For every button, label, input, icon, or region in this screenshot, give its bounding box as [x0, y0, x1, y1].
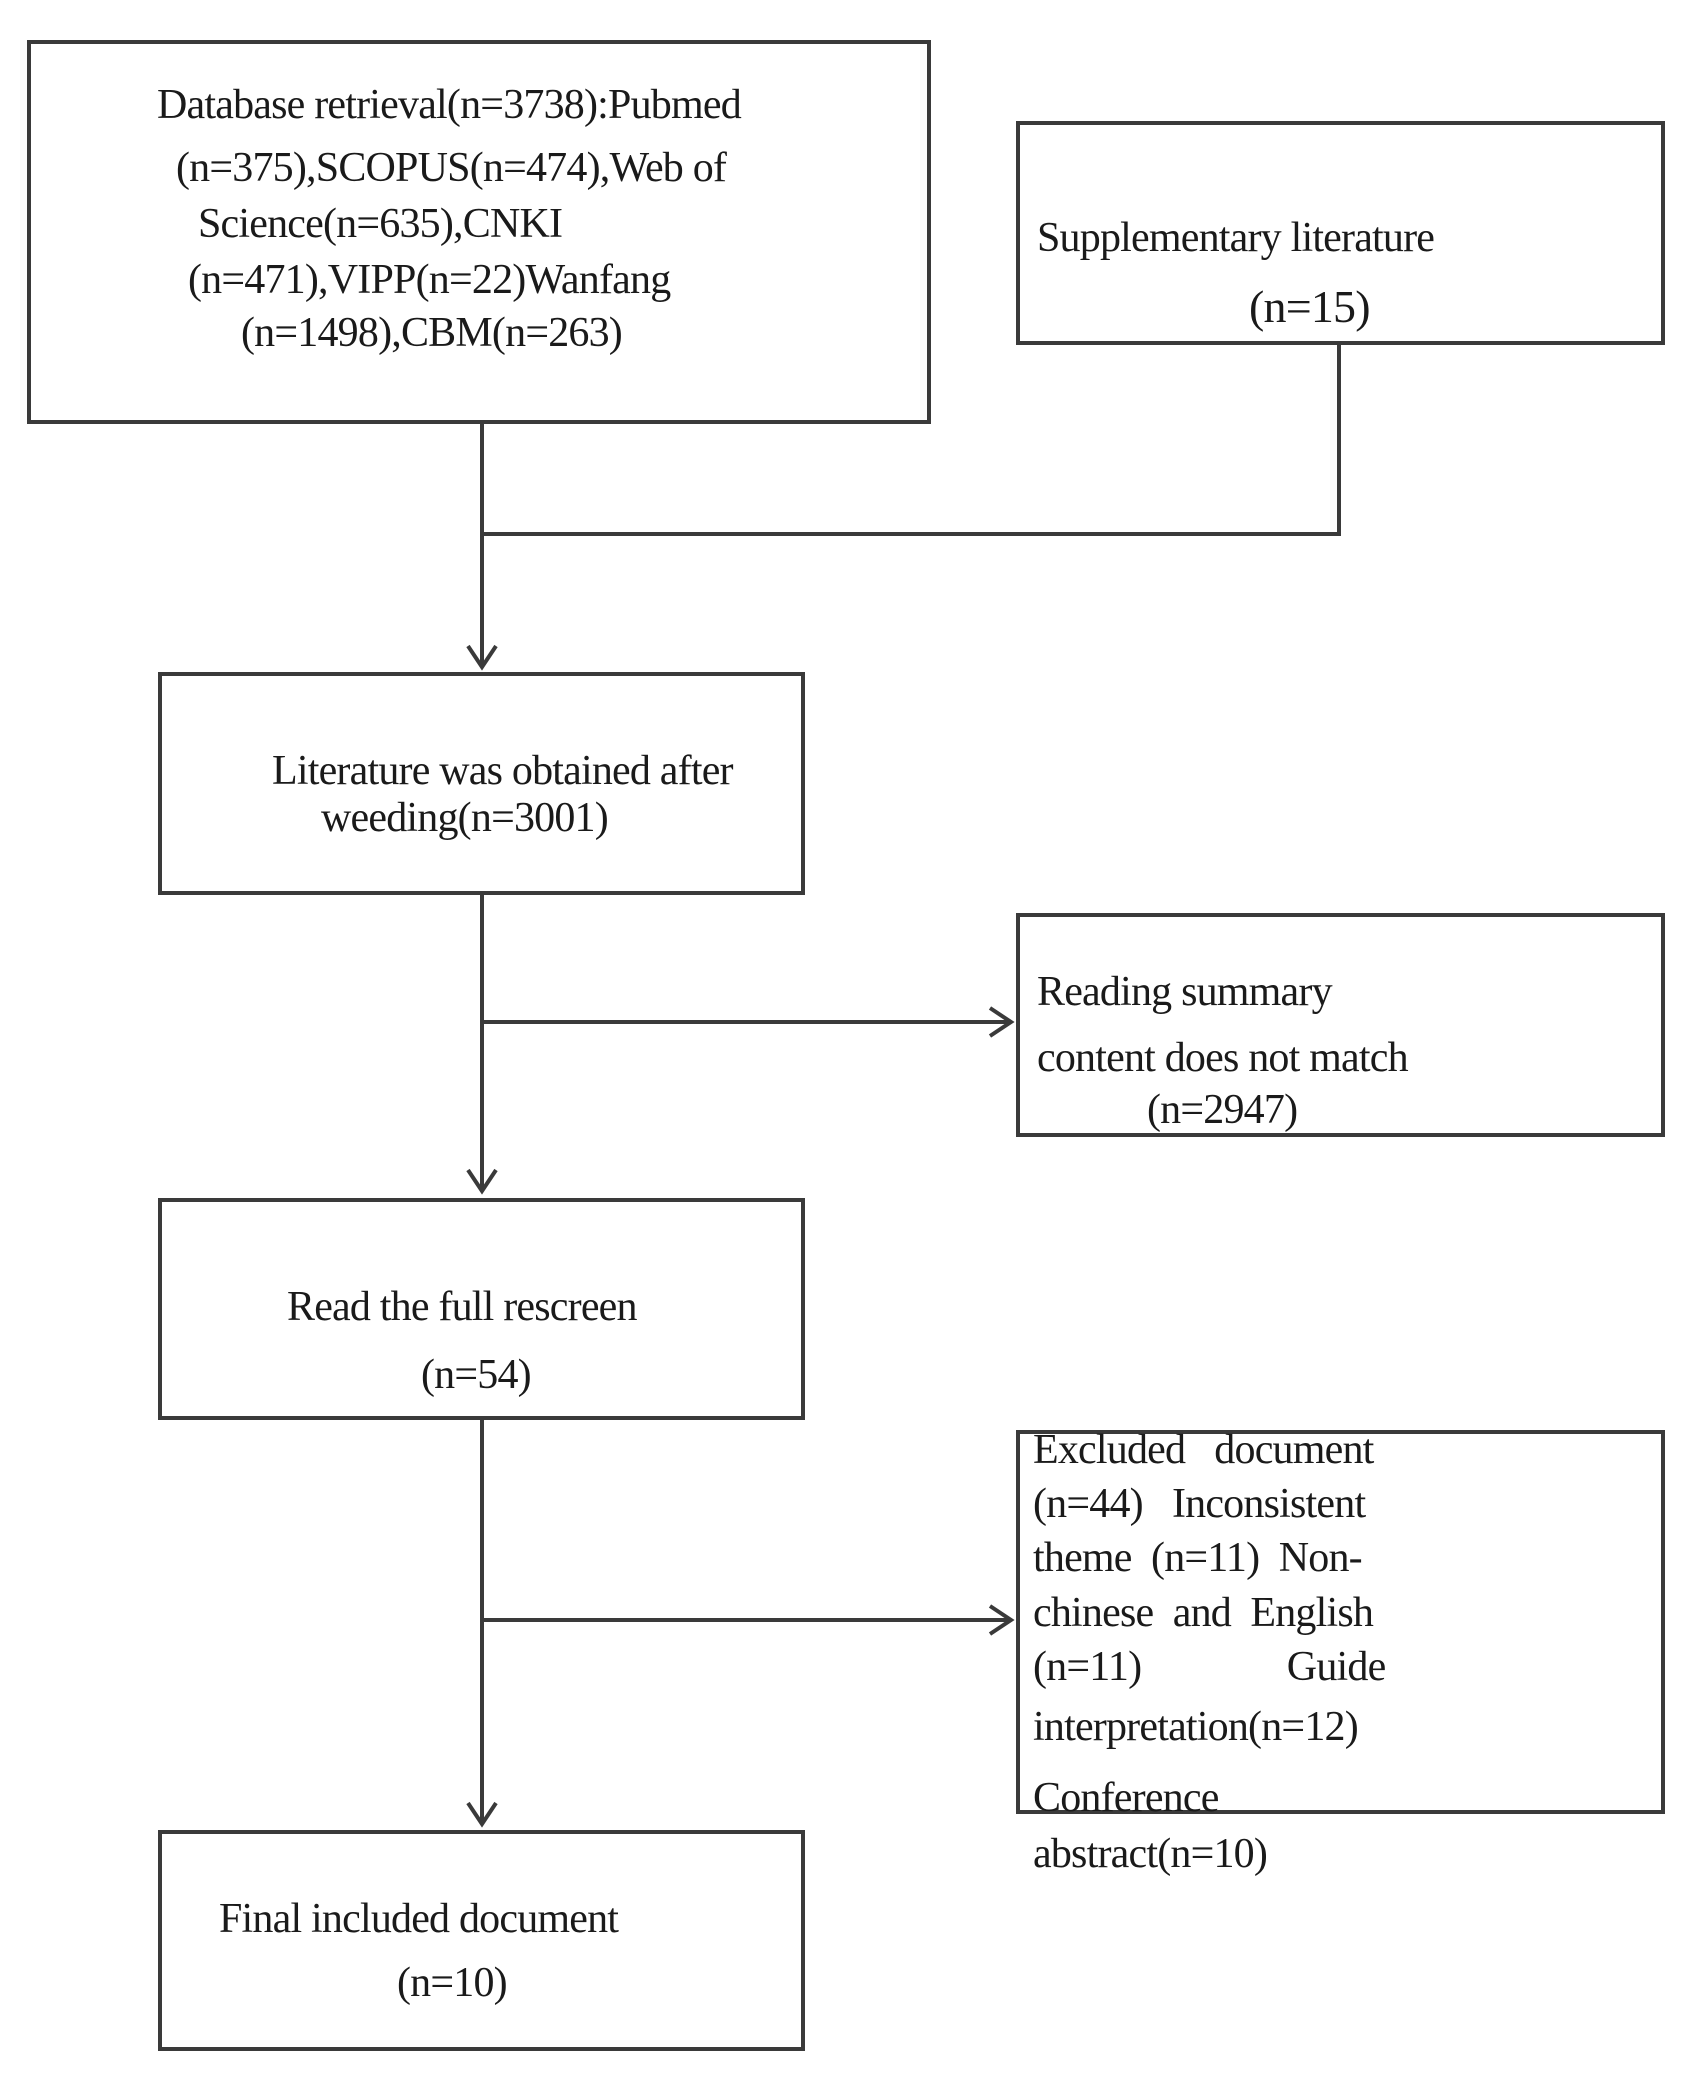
supplementary-line-2: (n=15)	[1249, 281, 1371, 332]
arrow-to-fulltext	[466, 1168, 498, 1195]
final-line-1: Final included document	[219, 1896, 619, 1942]
reading-summary-box: Reading summary content does not match (…	[1016, 913, 1665, 1137]
arrow-to-excluded	[988, 1604, 1015, 1636]
database-line-4: (n=471),VIPP(n=22)Wanfang	[188, 257, 671, 303]
weeding-box: Literature was obtained after weeding(n=…	[158, 672, 805, 895]
supplementary-literature-box: Supplementary literature (n=15)	[1016, 121, 1665, 345]
database-line-2: (n=375),SCOPUS(n=474),Web of	[176, 145, 727, 191]
fulltext-line-2: (n=54)	[421, 1352, 532, 1398]
excluded-line-4: chinese and English	[1033, 1590, 1374, 1636]
excluded-line-8: abstract(n=10)	[1033, 1831, 1268, 1877]
arrow-to-summary	[988, 1006, 1015, 1038]
full-rescreen-box: Read the full rescreen (n=54)	[158, 1198, 805, 1420]
excluded-line-7: Conference	[1033, 1775, 1219, 1821]
fulltext-line-1: Read the full rescreen	[287, 1284, 638, 1330]
database-line-5: (n=1498),CBM(n=263)	[241, 310, 623, 356]
excluded-line-2: (n=44) Inconsistent	[1033, 1481, 1366, 1527]
excluded-line-6: interpretation(n=12)	[1033, 1704, 1359, 1750]
weeding-line-2: weeding(n=3001)	[321, 795, 609, 841]
summary-line-2: content does not match	[1037, 1035, 1409, 1081]
connector-supplementary-merge	[482, 345, 1341, 536]
weeding-line-1: Literature was obtained after	[272, 748, 734, 794]
excluded-line-1: Excluded document	[1033, 1427, 1374, 1473]
final-line-2: (n=10)	[397, 1960, 508, 2006]
database-retrieval-box: Database retrieval(n=3738):Pubmed (n=375…	[27, 40, 931, 424]
arrow-to-final	[466, 1801, 498, 1828]
excluded-line-5: (n=11) Guide	[1033, 1644, 1386, 1690]
summary-line-1: Reading summary	[1037, 969, 1333, 1015]
excluded-document-box	[1016, 1430, 1665, 1814]
excluded-line-3: theme (n=11) Non-	[1033, 1535, 1363, 1581]
database-line-3: Science(n=635),CNKI	[198, 201, 563, 247]
supplementary-line-1: Supplementary literature	[1037, 215, 1435, 261]
summary-line-3: (n=2947)	[1147, 1087, 1298, 1133]
final-included-box: Final included document (n=10)	[158, 1830, 805, 2051]
database-line-1: Database retrieval(n=3738):Pubmed	[157, 82, 742, 128]
arrow-to-weeding	[466, 644, 498, 671]
